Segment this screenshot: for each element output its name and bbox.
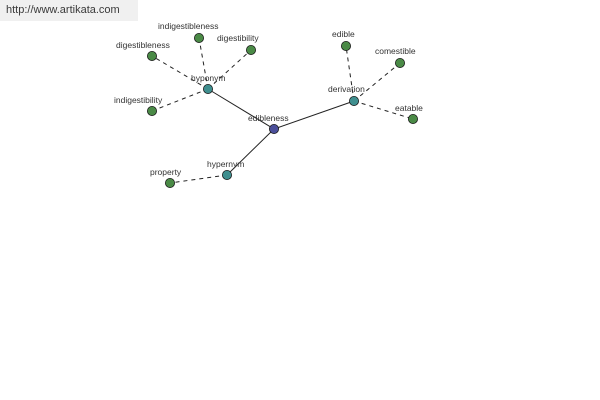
word-node-comestible[interactable] — [394, 58, 405, 69]
nodes-layer — [146, 33, 418, 188]
edge-hyponym-digestibility — [207, 49, 252, 90]
word-label-indigestibility[interactable]: indigestibility — [114, 95, 163, 105]
relation-node-hyponym[interactable] — [202, 84, 213, 95]
site-url-link[interactable]: http://www.artikata.com — [0, 0, 138, 21]
word-node-digestibility[interactable] — [245, 45, 256, 56]
word-label-comestible[interactable]: comestible — [375, 46, 416, 56]
word-label-indigestibleness[interactable]: indigestibleness — [158, 21, 218, 31]
edge-derivation-edible — [345, 45, 355, 102]
edge-hyponym-indigestibleness — [198, 37, 209, 90]
word-label-digestibility[interactable]: digestibility — [217, 33, 259, 43]
center-label-edibleness[interactable]: edibleness — [248, 113, 289, 123]
edge-hyponym-indigestibility — [151, 88, 209, 112]
word-node-edible[interactable] — [340, 41, 351, 52]
relation-label-hyponym[interactable]: hyponym — [191, 73, 226, 83]
word-node-property[interactable] — [164, 177, 175, 188]
word-node-eatable[interactable] — [407, 114, 418, 125]
edges-layer — [151, 37, 414, 184]
relation-node-hypernym[interactable] — [221, 169, 232, 180]
word-label-edible[interactable]: edible — [332, 29, 355, 39]
edge-edibleness-hypernym — [226, 128, 275, 176]
word-label-eatable[interactable]: eatable — [395, 103, 423, 113]
edge-derivation-comestible — [353, 62, 401, 102]
relation-node-derivation[interactable] — [348, 96, 359, 107]
edge-edibleness-derivation — [273, 100, 355, 130]
edge-hyponym-digestibleness — [151, 55, 209, 90]
labels-layer: digestibleness indigestibleness digestibil… — [114, 21, 423, 177]
edge-edibleness-hyponym — [207, 88, 275, 130]
relation-label-hypernym[interactable]: hypernym — [207, 159, 244, 169]
word-node-indigestibleness[interactable] — [193, 33, 204, 44]
center-node-edibleness[interactable] — [268, 124, 279, 135]
word-node-digestibleness[interactable] — [146, 51, 157, 62]
edge-derivation-eatable — [353, 100, 414, 120]
word-label-digestibleness[interactable]: digestibleness — [116, 40, 170, 50]
word-label-property[interactable]: property — [150, 167, 182, 177]
relation-label-derivation[interactable]: derivation — [328, 84, 365, 94]
word-node-indigestibility[interactable] — [146, 106, 157, 117]
edge-hypernym-property — [169, 174, 228, 184]
